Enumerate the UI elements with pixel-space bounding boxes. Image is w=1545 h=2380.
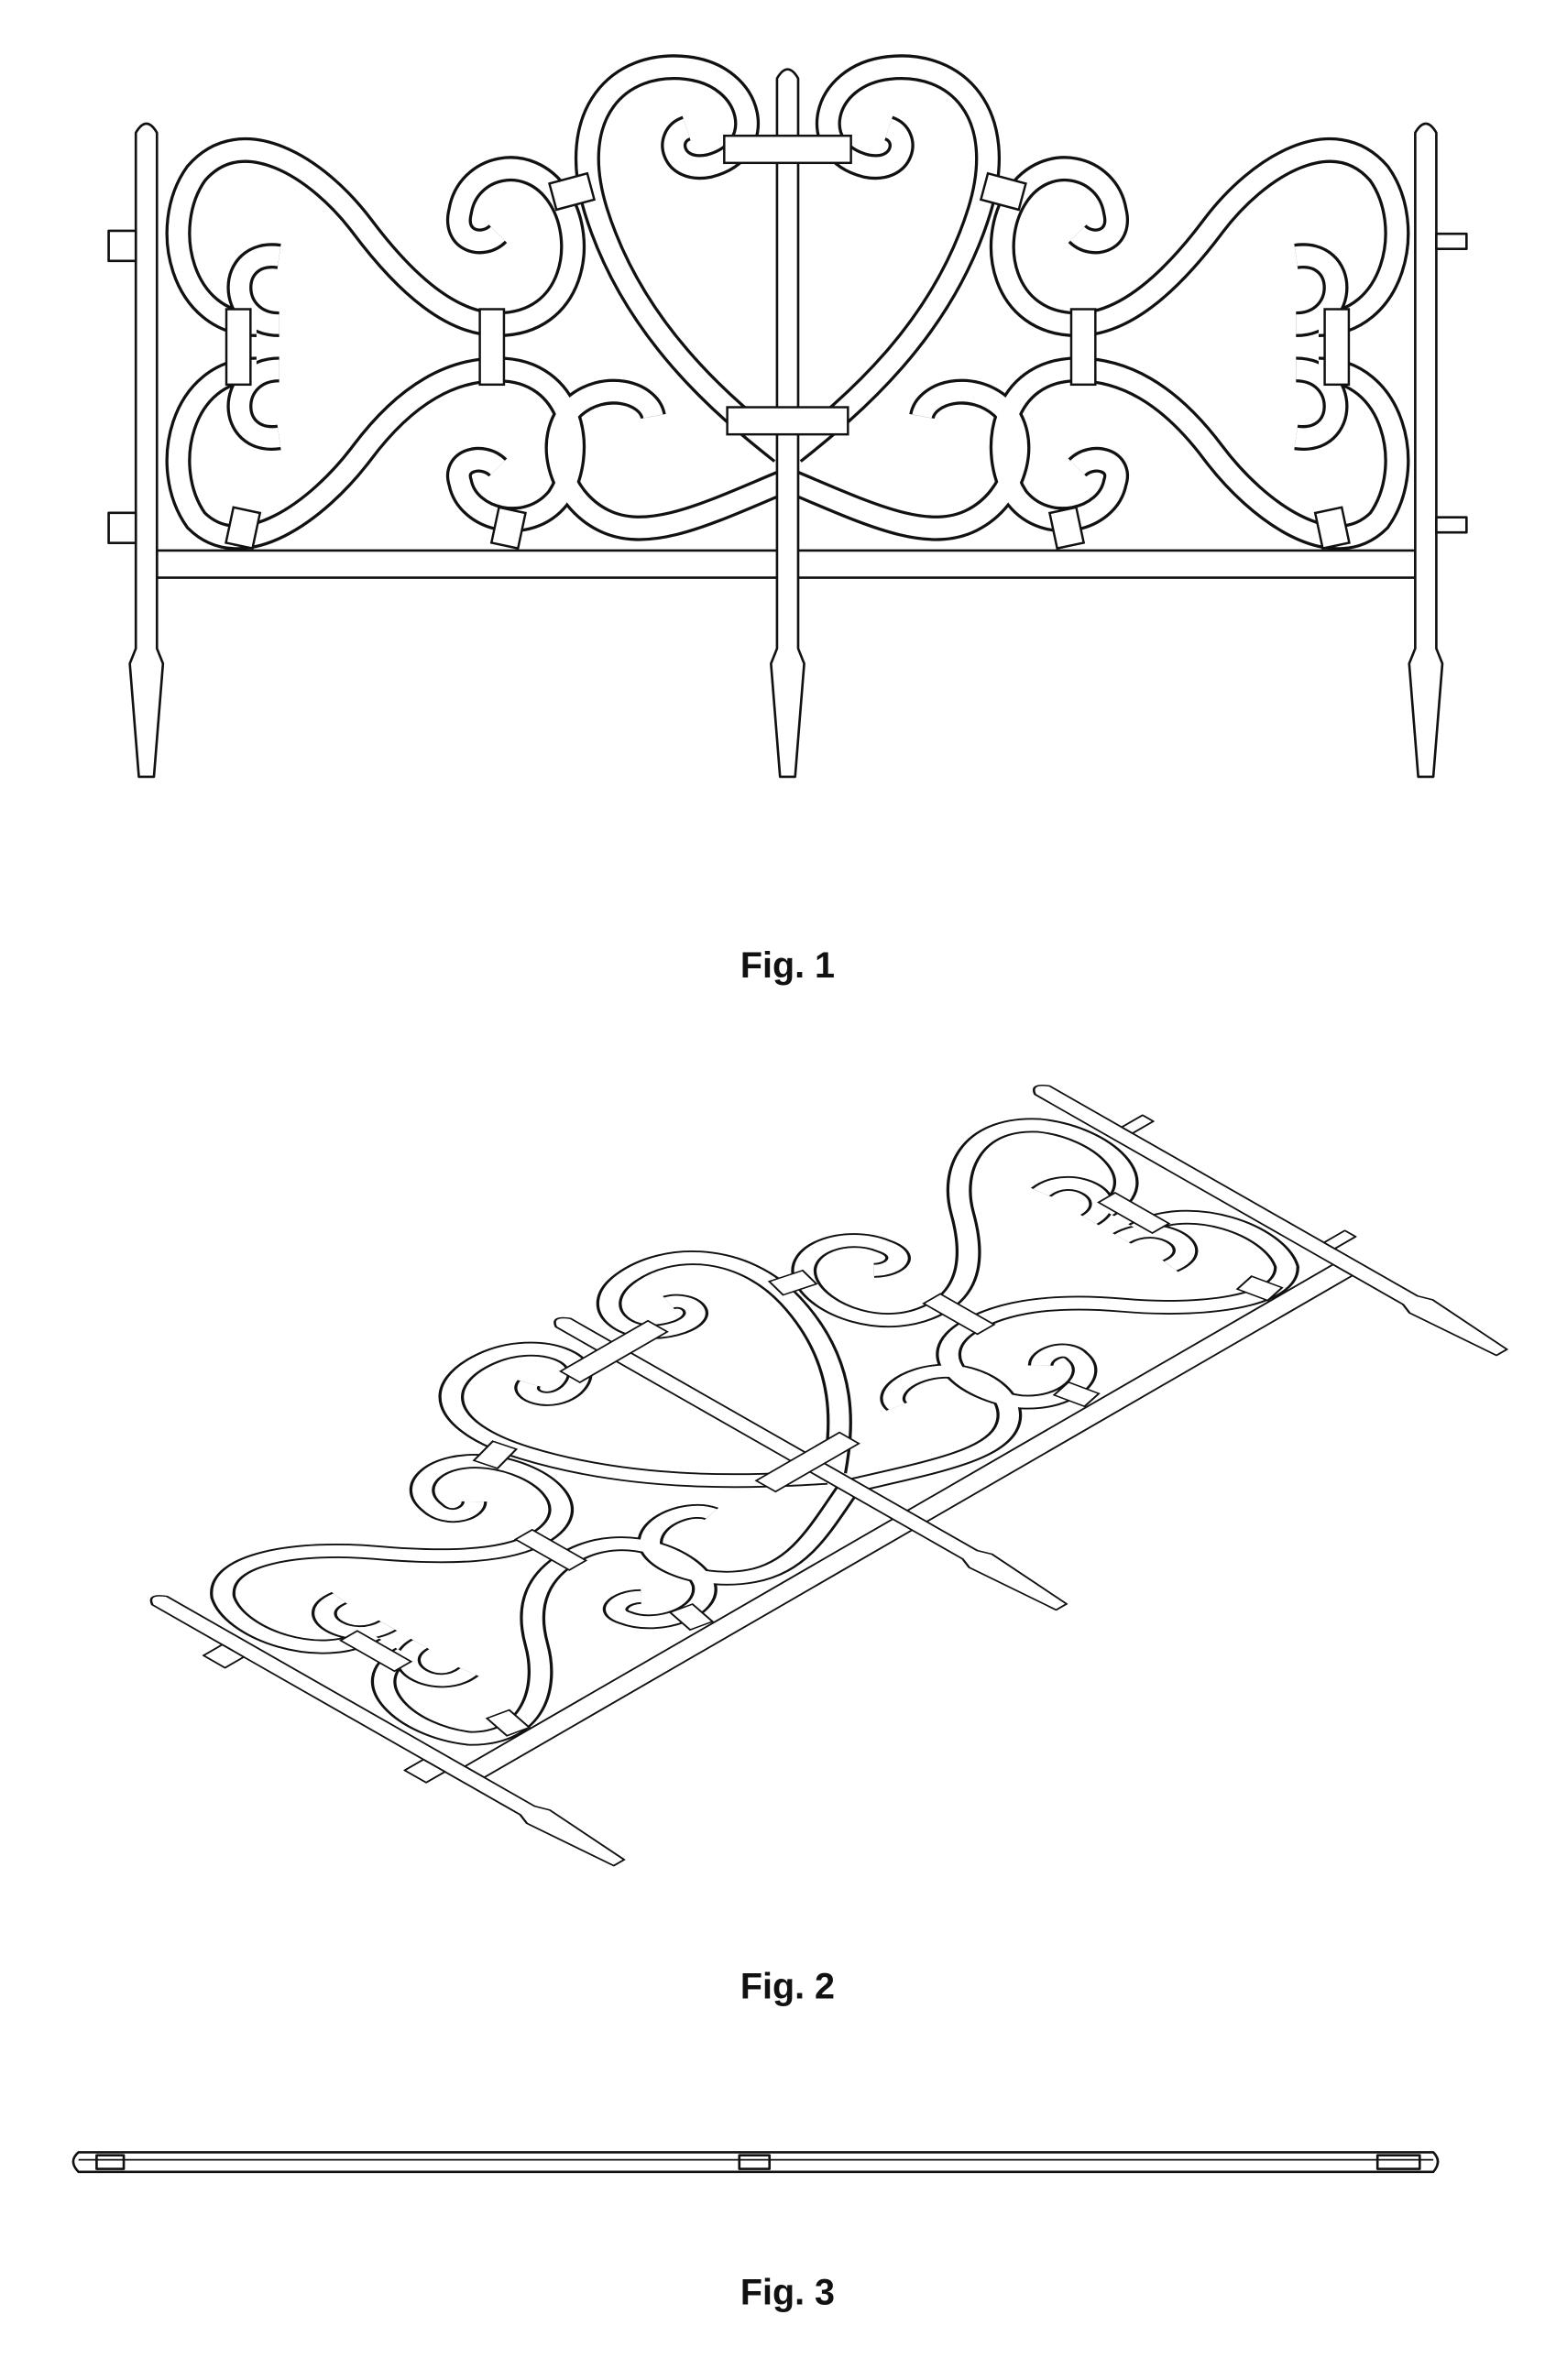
figure-3-top-view xyxy=(71,2151,1440,2174)
figure-1-front-view xyxy=(109,67,1467,777)
figure-3-label: Fig. 3 xyxy=(740,2273,835,2313)
figure-2-label: Fig. 2 xyxy=(740,1966,835,2006)
figure-1-label: Fig. 1 xyxy=(740,945,835,986)
figure-2-perspective-view xyxy=(87,1047,1530,1877)
